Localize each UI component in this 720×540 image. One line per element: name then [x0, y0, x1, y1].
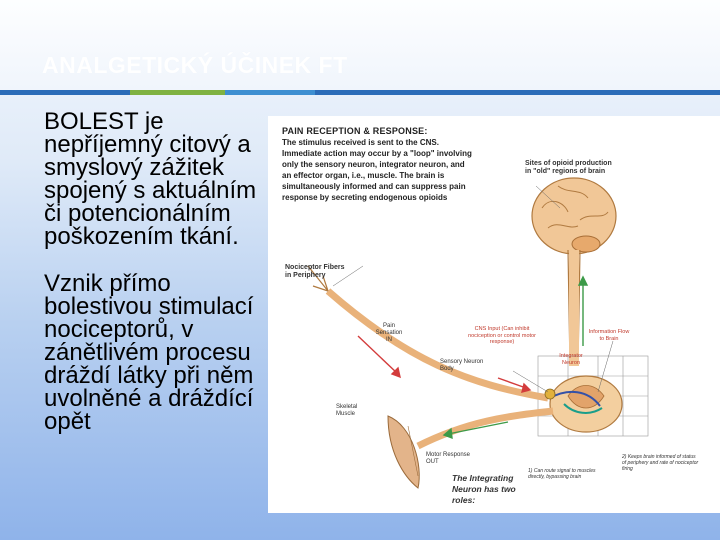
accent-stripe-blue	[0, 90, 130, 95]
accent-stripe-green	[130, 90, 225, 95]
label-role-1: 1) Can route signal to muscles directly,…	[528, 468, 596, 480]
paragraph-pain-definition: BOLEST je nepříjemný citový a smyslový z…	[44, 108, 257, 250]
figure-intro: The stimulus received is sent to the CNS…	[282, 138, 472, 202]
accent-stripe-light-blue	[225, 90, 315, 95]
green-arrows	[442, 275, 589, 440]
label-role-2: 2) Keeps brain informed of status of per…	[622, 454, 699, 472]
label-opioid-sites: Sites of opioid production in "old" regi…	[525, 160, 612, 175]
body-text: BOLEST je nepříjemný citový a smyslový z…	[44, 110, 264, 457]
accent-stripe-blue-long	[315, 90, 720, 95]
title-band	[0, 0, 720, 90]
skeletal-muscle-drawing	[387, 415, 420, 489]
label-info-flow: Information Flow to Brain	[588, 329, 630, 342]
pain-pathway-illustration	[307, 177, 649, 489]
label-sensory-neuron: Sensory Neuron Body	[440, 359, 484, 372]
motor-nerve	[416, 407, 554, 450]
label-skeletal-muscle: Skeletal Muscle	[336, 404, 358, 417]
label-nociceptor-fibers: Nociceptor Fibers in Periphery	[285, 264, 345, 279]
red-arrows	[357, 335, 532, 393]
paragraph-pain-origin: Vznik přímo bolestivou stimulací nocicep…	[44, 270, 254, 435]
brain-drawing	[531, 177, 617, 255]
label-motor-out: Motor Response OUT	[426, 452, 471, 465]
label-integrating-neuron: The Integrating Neuron has two roles:	[452, 473, 516, 505]
slide-title: ANALGETICKÝ ÚČINEK FT	[42, 52, 348, 78]
sensory-nerve	[325, 288, 549, 402]
label-pain-in: Pain Sensation IN	[375, 323, 403, 343]
figure-heading: PAIN RECEPTION & RESPONSE:	[282, 126, 428, 136]
pain-reception-figure: PAIN RECEPTION & RESPONSE: The stimulus …	[268, 116, 720, 513]
label-cns-input: CNS Input (Can inhibit nociception or co…	[468, 326, 536, 345]
label-integrator: Integrator Neuron	[559, 353, 583, 366]
